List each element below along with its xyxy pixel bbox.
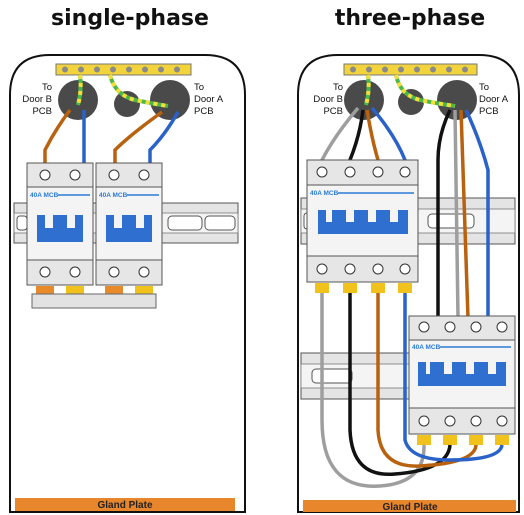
- grommet-center: [114, 91, 140, 117]
- lower-mcb-wires: [436, 109, 490, 319]
- gland-plate-label: Gland Plate: [382, 502, 437, 513]
- grommet-door-a: [437, 80, 477, 120]
- lower-lugs: [417, 435, 509, 445]
- svg-text:To: To: [333, 82, 343, 93]
- door-b-label: To Door B PCB: [22, 82, 52, 117]
- gland-plate: [15, 498, 235, 511]
- mcb-lower-4pole: 40A MCB: [408, 315, 516, 435]
- link-bar: [31, 293, 157, 309]
- mcb-label: 40A MCB: [30, 192, 59, 199]
- gland-plate-label: Gland Plate: [97, 500, 152, 511]
- svg-text:PCB: PCB: [479, 106, 499, 117]
- grommet-door-a: [150, 80, 190, 120]
- svg-text:Door A: Door A: [194, 94, 224, 105]
- svg-text:PCB: PCB: [323, 106, 343, 117]
- door-a-label: To Door A PCB: [479, 82, 509, 117]
- svg-text:To: To: [42, 82, 52, 93]
- phase-wires: [43, 108, 180, 168]
- interconnect-wires: [320, 293, 504, 488]
- terminal-lugs: [36, 286, 153, 294]
- svg-text:PCB: PCB: [32, 106, 52, 117]
- mcb-label: 40A MCB: [99, 192, 128, 199]
- earth-terminal-bar: [55, 63, 192, 76]
- svg-text:Door A: Door A: [479, 94, 509, 105]
- mcb-label: 40A MCB: [310, 190, 339, 197]
- earth-terminal-bar: [343, 63, 478, 76]
- earth-wires: [364, 74, 456, 108]
- mcb-label: 40A MCB: [412, 344, 441, 351]
- single-phase-title: single-phase: [51, 6, 209, 31]
- mcb-left-1: 40A MCB: [26, 162, 94, 286]
- svg-text:To: To: [194, 82, 204, 93]
- svg-text:PCB: PCB: [194, 106, 214, 117]
- svg-text:To: To: [479, 82, 489, 93]
- gland-plate: [303, 500, 516, 512]
- upper-lugs: [315, 283, 412, 293]
- svg-text:Door B: Door B: [313, 94, 343, 105]
- door-b-label: To Door B PCB: [313, 82, 343, 117]
- mcb-upper-4pole: 40A MCB: [306, 159, 419, 283]
- three-phase-enclosure: Gland Plate To: [297, 54, 520, 513]
- three-phase-title: three-phase: [334, 6, 486, 31]
- earth-wires: [76, 74, 169, 108]
- mcb-left-2: 40A MCB: [95, 162, 163, 286]
- grommet-center: [398, 89, 424, 115]
- door-a-label: To Door A PCB: [194, 82, 224, 117]
- svg-text:Door B: Door B: [22, 94, 52, 105]
- single-phase-enclosure: Gland Plate To Door B PCB: [9, 54, 246, 513]
